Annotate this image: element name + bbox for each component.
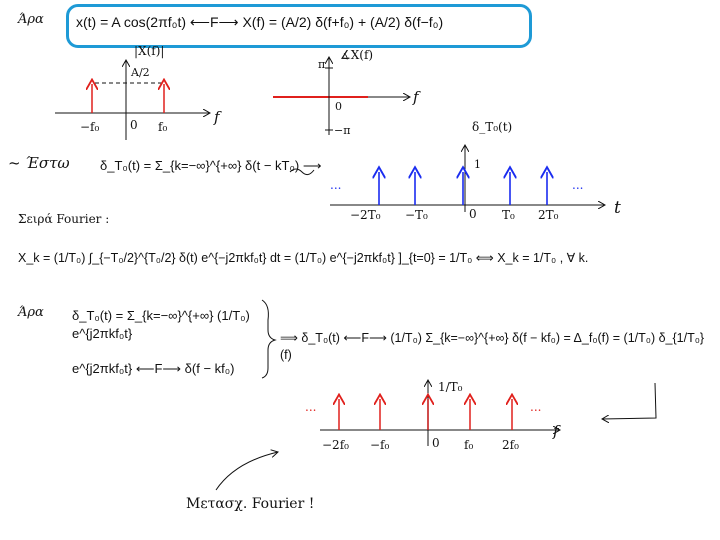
- phase-zero-label: 0: [335, 100, 342, 113]
- exp-pair-formula: e^{j2πkf₀t} ⟵F⟶ δ(f − kf₀): [72, 361, 235, 376]
- spectrum-plot: [320, 380, 560, 446]
- axis-label: f: [553, 422, 559, 440]
- spectrum-height-label: 1/T₀: [438, 380, 463, 394]
- phase-bottom-label: −π: [334, 124, 351, 137]
- tick-label: −2T₀: [350, 208, 381, 222]
- series-formula: δ_T₀(t) = Σ_{k=−∞}^{+∞} (1/T₀) e^{j2πkf₀…: [72, 308, 250, 341]
- result-formula: ⟹ δ_T₀(t) ⟵F⟶ (1/T₀) Σ_{k=−∞}^{+∞} δ(f −…: [280, 331, 705, 362]
- impulse-train-plot: [330, 145, 605, 212]
- phase-title: ∡X(f): [340, 48, 374, 62]
- magnitude-title: |X(f)|: [134, 44, 165, 58]
- ellipsis: ...: [572, 178, 584, 192]
- axis-label: f: [413, 88, 419, 106]
- annotation: Μετασχ. Fourier !: [186, 496, 315, 512]
- tick-label: 0: [469, 207, 477, 221]
- tick-label: 2f₀: [502, 438, 519, 452]
- phase-top-label: π: [318, 58, 326, 71]
- xk-formula: X_k = (1/T₀) ∫_{−T₀/2}^{T₀/2} δ(t) e^{−j…: [18, 251, 589, 265]
- tick-label: −T₀: [405, 208, 428, 222]
- axis-label: t: [614, 198, 621, 218]
- tick-label: −f₀: [370, 438, 390, 452]
- boxed-formula: x(t) = A cos(2πf₀t) ⟵F⟶ X(f) = (A/2) δ(f…: [76, 14, 444, 30]
- impulse-train-title: δ_T₀(t): [472, 120, 513, 134]
- amplitude-label: A/2: [131, 66, 150, 79]
- tick-label: 0: [432, 436, 440, 450]
- tick-label: 2T₀: [538, 208, 559, 222]
- ara-label: Άρα: [18, 12, 44, 27]
- ellipsis: ...: [305, 400, 317, 414]
- axis-label: f: [214, 108, 220, 126]
- tick-label: f₀: [158, 120, 168, 134]
- tick-label: f₀: [464, 438, 474, 452]
- fourier-series-heading: Σειρά Fourier :: [18, 212, 110, 226]
- impulse-train-formula: δ_T₀(t) = Σ_{k=−∞}^{+∞} δ(t − kT₀) ⟶: [100, 158, 322, 173]
- curved-arrow: [215, 452, 278, 491]
- ellipsis: ...: [330, 178, 342, 192]
- tick-label: −f₀: [80, 120, 100, 134]
- impulse-height-label: 1: [474, 158, 481, 171]
- tilde-arrow: [289, 168, 315, 176]
- ara-label: Άρα: [18, 305, 44, 320]
- ellipsis: ...: [530, 400, 542, 414]
- tick-label: −2f₀: [322, 438, 349, 452]
- magnitude-plot: [55, 60, 210, 140]
- estw-label: ~ Έστω: [8, 154, 70, 172]
- tick-label: T₀: [502, 208, 515, 222]
- bent-arrow: [602, 382, 657, 419]
- tick-label: 0: [130, 118, 138, 132]
- brace: [261, 299, 277, 379]
- boxed-formula-frame: [66, 4, 532, 48]
- phase-plot: [273, 57, 410, 135]
